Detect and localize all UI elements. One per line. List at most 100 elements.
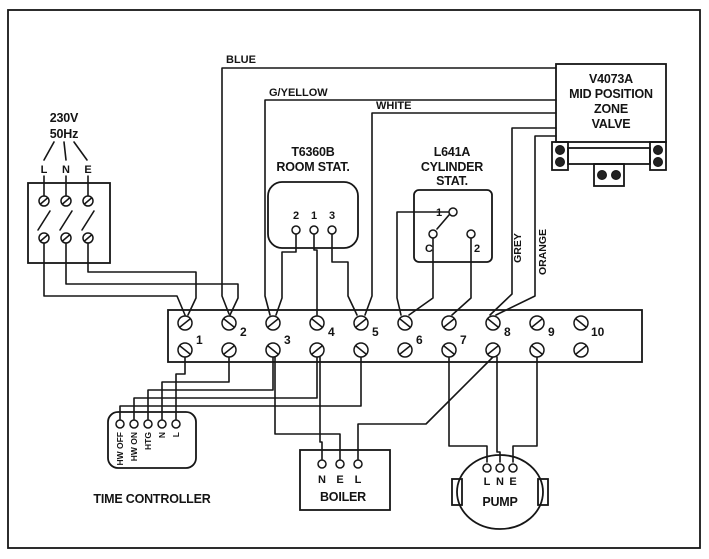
- boiler-terminal-n-label: N: [318, 474, 326, 486]
- supply-switch-blade: [81, 210, 95, 231]
- zone-valve-body: [567, 147, 651, 165]
- cylinder-stat-name-label: CYLINDER: [421, 160, 483, 174]
- terminal-strip: 1 2 3 4 5 6 7 8 9 10: [167, 309, 643, 363]
- zone-valve-model-label: V4073A: [589, 72, 633, 86]
- outer-border: [7, 9, 701, 549]
- terminal-screw-2-bottom: [221, 342, 237, 358]
- pump-terminal: [508, 463, 518, 473]
- supply-screw: [60, 195, 72, 207]
- room-stat-terminal: [309, 225, 319, 235]
- time-controller-label: TIME CONTROLLER: [93, 492, 210, 506]
- cylinder-stat-name2-label: STAT.: [436, 174, 468, 188]
- pump-terminal-l-label: L: [484, 476, 491, 488]
- terminal-screw-5-top: [353, 315, 369, 331]
- terminal-screw-9-bottom: [529, 342, 545, 358]
- wire-cylstat-1: [396, 211, 450, 316]
- cylinder-stat-terminal-2-label: 2: [474, 243, 480, 255]
- supply-fork-right: [73, 141, 88, 161]
- boiler-box: [299, 449, 391, 511]
- wire-white: [364, 112, 557, 316]
- terminal-screw-3-top: [265, 315, 281, 331]
- terminal-number-1: 1: [196, 333, 203, 347]
- time-controller: HW OFF HW ON HTG N L TIME CONTROLLER: [93, 411, 211, 506]
- g-yellow-wire-label: G/YELLOW: [269, 87, 328, 99]
- boiler-terminal-l-label: L: [355, 474, 362, 486]
- terminal-screw-10-bottom: [573, 342, 589, 358]
- zone-valve-bolt: [653, 157, 663, 167]
- room-stat: T6360B ROOM STAT. 2 1 3: [267, 145, 359, 249]
- tc-terminal-htg-label: HTG: [143, 432, 153, 450]
- tc-terminal-hwoff-label: HW OFF: [115, 432, 125, 466]
- terminal-screw-5-bottom: [353, 342, 369, 358]
- room-stat-terminal-3-label: 3: [329, 210, 335, 222]
- wire-g-yellow: [264, 99, 557, 316]
- supply-switch-blade: [37, 210, 51, 231]
- wire-orange: [495, 135, 557, 316]
- room-stat-name-label: ROOM STAT.: [276, 160, 349, 174]
- white-wire-label: WHITE: [376, 100, 411, 112]
- wire-pump-l: [448, 356, 488, 463]
- boiler-terminal: [335, 459, 345, 469]
- pump-terminal-n-label: N: [496, 476, 504, 488]
- pump-label: PUMP: [482, 495, 517, 509]
- wire-roomstat-3: [331, 233, 358, 316]
- room-stat-terminal: [291, 225, 301, 235]
- terminal-screw-6-bottom: [397, 342, 413, 358]
- terminal-screw-9-top: [529, 315, 545, 331]
- supply-screw: [82, 232, 94, 244]
- time-controller-terminal: [171, 419, 181, 429]
- boiler-terminal-e-label: E: [336, 474, 343, 486]
- wire-grey: [489, 127, 557, 316]
- supply-fork-mid: [63, 141, 67, 161]
- cylinder-stat-terminal-1-label: 1: [436, 207, 442, 219]
- supply-terminal-e-label: E: [84, 164, 91, 176]
- terminal-number-2: 2: [240, 325, 247, 339]
- supply-switch-blade: [59, 210, 73, 231]
- cylinder-stat-model-label: L641A: [434, 145, 471, 159]
- supply-voltage-label: 230V: [50, 111, 79, 125]
- cylinder-stat-switch-blade: [436, 214, 450, 230]
- tc-terminal-l-label: L: [171, 432, 181, 437]
- room-stat-box: [267, 181, 359, 249]
- power-supply: 230V 50Hz L N E: [27, 111, 111, 264]
- terminal-screw-1-bottom: [177, 342, 193, 358]
- supply-screw: [38, 232, 50, 244]
- zone-valve-box: [555, 63, 667, 143]
- zone-valve-tee: [593, 163, 625, 187]
- pump-body: [456, 454, 544, 530]
- wire-pump-n: [496, 356, 501, 463]
- zone-valve-name-label: MID POSITION: [569, 87, 653, 101]
- room-stat-terminal-1-label: 1: [311, 210, 317, 222]
- wire-boiler-e: [274, 356, 341, 460]
- pump-right-flange: [537, 478, 549, 506]
- time-controller-box: [107, 411, 197, 469]
- terminal-screw-7-bottom: [441, 342, 457, 358]
- pump-terminal: [482, 463, 492, 473]
- wire-boiler-n: [319, 356, 323, 460]
- pump-terminal: [495, 463, 505, 473]
- room-stat-terminal-2-label: 2: [293, 210, 299, 222]
- wire-supply-live: [43, 242, 186, 316]
- terminal-number-10: 10: [591, 325, 605, 339]
- terminal-number-5: 5: [372, 325, 379, 339]
- supply-box: [27, 182, 111, 264]
- zone-valve-bolt: [653, 145, 663, 155]
- supply-screw: [38, 195, 50, 207]
- terminal-number-8: 8: [504, 325, 511, 339]
- zone-valve-name3-label: VALVE: [592, 117, 631, 131]
- terminal-screw-4-top: [309, 315, 325, 331]
- cylinder-stat: L641A CYLINDER STAT. 1 C 2: [413, 145, 493, 263]
- terminal-screw-4-bottom: [309, 342, 325, 358]
- wire-cylstat-2: [451, 237, 472, 316]
- room-stat-terminal: [327, 225, 337, 235]
- wire-tc-l: [175, 356, 186, 420]
- terminal-screw-7-top: [441, 315, 457, 331]
- wire-blue: [221, 67, 557, 315]
- terminal-number-4: 4: [328, 325, 335, 339]
- wires: [43, 67, 557, 463]
- terminal-screw-3-bottom: [265, 342, 281, 358]
- room-stat-model-label: T6360B: [291, 145, 334, 159]
- terminal-screw-8-bottom: [485, 342, 501, 358]
- grey-wire-label: GREY: [512, 233, 524, 263]
